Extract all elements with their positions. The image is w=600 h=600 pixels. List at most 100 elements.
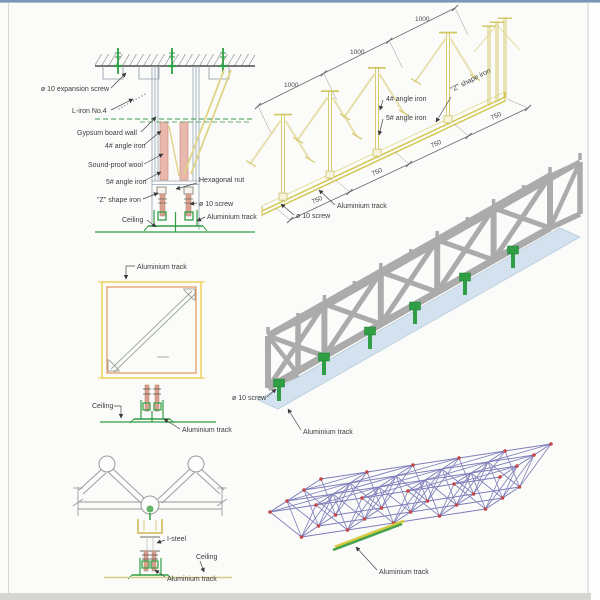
member-line <box>323 301 382 327</box>
label-aluminium-track: Aluminium track <box>379 569 429 576</box>
frame-node <box>452 482 456 486</box>
member-line <box>458 457 474 495</box>
label-i-steel: I-steel <box>167 536 187 543</box>
member-line <box>453 450 506 485</box>
highlighted-track-green <box>332 522 403 552</box>
member-line <box>415 37 448 82</box>
member-line <box>407 490 440 517</box>
frame-node <box>333 513 338 517</box>
member-line <box>318 482 351 527</box>
member-line <box>349 482 365 520</box>
ball-node-left <box>98 455 116 473</box>
node-track-bracket <box>104 550 232 580</box>
member-line <box>303 454 535 491</box>
member-line <box>473 450 506 495</box>
member-rect <box>413 310 417 324</box>
member-line <box>320 443 552 480</box>
member-line <box>269 511 302 538</box>
member-line <box>266 334 300 376</box>
panel-plan-diagram: Aluminium track Ceiling Aluminium track <box>92 264 232 434</box>
member-line <box>295 96 328 142</box>
member-line <box>286 482 351 502</box>
frame-node <box>299 535 304 539</box>
dim-750-3: 750 <box>430 139 443 150</box>
frame-node <box>471 492 476 496</box>
member-line <box>315 486 380 506</box>
member-line <box>315 471 368 506</box>
dim-750-1: 750 <box>311 195 324 206</box>
member-line <box>342 73 375 119</box>
frame-node <box>365 470 369 474</box>
frame-node <box>408 510 413 514</box>
frame-node <box>268 510 272 514</box>
frame-node <box>314 503 318 507</box>
page-top-edge <box>0 0 600 3</box>
label-aluminium-track: Aluminium track <box>337 203 387 210</box>
member-line <box>361 464 414 499</box>
member-line <box>320 478 336 516</box>
frame-node <box>362 517 367 521</box>
slab-hatch <box>95 54 255 66</box>
member-line <box>427 468 443 502</box>
frame-node <box>285 499 289 503</box>
member-line <box>473 461 489 495</box>
dim-1000-1: 1000 <box>284 82 299 89</box>
member-line <box>487 443 552 463</box>
leader-lines <box>110 72 206 228</box>
member-line <box>304 156 316 164</box>
label-aluminium-track: Aluminium track <box>303 429 353 436</box>
label-screw-10: ø 10 screw <box>232 395 267 402</box>
member-line <box>424 461 489 481</box>
member-line <box>303 489 336 516</box>
leader-lines <box>280 96 452 216</box>
frame-node <box>406 489 410 493</box>
member-line <box>351 132 363 140</box>
frame-node <box>483 507 488 511</box>
member-line <box>292 136 304 144</box>
member-line <box>269 478 322 513</box>
member-line <box>450 38 477 79</box>
member-line <box>413 38 446 83</box>
member-line <box>395 475 428 502</box>
member-line <box>441 468 457 506</box>
dim-750-2: 750 <box>371 167 384 178</box>
member-line <box>548 211 582 231</box>
member-line <box>335 471 368 516</box>
ceiling-clips <box>102 66 230 80</box>
dim-750-4: 750 <box>490 111 503 122</box>
label-angle-iron-5: 5# angle iron <box>106 179 147 186</box>
member-line <box>456 472 472 506</box>
i-steel-section <box>140 536 160 552</box>
member-line <box>496 24 521 51</box>
member-line <box>407 457 460 492</box>
member-line <box>398 109 410 117</box>
member-line <box>470 454 535 474</box>
label-ceiling: Ceiling <box>92 403 114 410</box>
member-line <box>504 450 520 488</box>
member-line <box>378 486 411 513</box>
label-aluminium-track: Aluminium track <box>167 576 217 583</box>
member-line <box>364 486 380 520</box>
member-rect <box>322 361 326 375</box>
member-line <box>379 73 406 115</box>
member-line <box>485 476 501 510</box>
member-line <box>470 472 486 510</box>
label-z-shape-iron: "Z" shape iron <box>97 197 141 204</box>
member-line <box>332 493 348 531</box>
member-line <box>410 479 426 513</box>
frame-node <box>316 524 321 528</box>
panel-plan-labels: Aluminium track Ceiling Aluminium track <box>92 264 232 434</box>
label-ceiling: Ceiling <box>122 217 144 224</box>
member-line <box>286 500 319 527</box>
member-line <box>286 500 302 538</box>
space-frame-labels: Aluminium track <box>355 546 429 576</box>
member-rect <box>507 245 519 255</box>
wall-section-diagram: ø 10 expansion screw L-iron No.4 Gypsum … <box>41 48 257 233</box>
member-line <box>378 486 394 524</box>
iso-hangers <box>245 17 521 203</box>
panel-inner-frame <box>106 286 197 374</box>
label-angle-iron-5: 5# angle iron <box>386 115 427 122</box>
leader-lines <box>114 265 181 430</box>
